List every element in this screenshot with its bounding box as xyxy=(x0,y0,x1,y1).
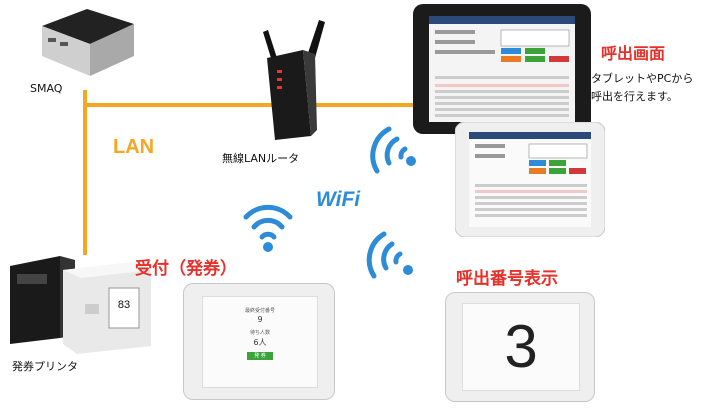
ticket-printer-icon xyxy=(10,256,151,354)
display-title: 呼出番号表示 xyxy=(456,269,558,289)
wifi-signal-icon xyxy=(243,204,293,252)
called-number: 3 xyxy=(504,313,538,380)
waiting-count-label: 待ち人数 xyxy=(249,330,270,336)
reception-screen: 最終受付番号 9 待ち人数 6人 発 券 xyxy=(202,296,318,388)
call-screen-title: 呼出画面 xyxy=(601,44,666,63)
waiting-count: 6人 xyxy=(253,338,267,347)
last-ticket-number: 9 xyxy=(257,315,263,324)
reception-tablet: 最終受付番号 9 待ち人数 6人 発 券 xyxy=(183,283,335,400)
tablet-call-screen-white xyxy=(455,122,605,237)
wifi-label: WiFi xyxy=(316,188,361,211)
router-icon xyxy=(263,20,325,140)
ticket-number: 83 xyxy=(117,299,131,311)
reception-title: 受付（発券） xyxy=(135,259,237,279)
smaq-label: SMAQ xyxy=(30,82,63,95)
display-screen: 3 xyxy=(462,303,580,391)
smaq-device-icon xyxy=(42,9,134,76)
last-ticket-label: 最終受付番号 xyxy=(244,308,275,314)
wifi-signal-icon xyxy=(366,231,413,279)
wifi-signal-icon xyxy=(370,126,416,174)
lan-label: LAN xyxy=(113,136,155,158)
issue-ticket-button[interactable]: 発 券 xyxy=(247,352,273,360)
call-screen-description-line1: タブレットやPCから xyxy=(591,72,694,85)
call-screen-description-line2: 呼出を行えます。 xyxy=(591,90,678,103)
tablet-call-screen-black xyxy=(413,4,591,134)
router-label: 無線LANルータ xyxy=(222,152,300,165)
printer-label: 発券プリンタ xyxy=(12,360,78,373)
display-tablet: 3 xyxy=(445,292,595,402)
